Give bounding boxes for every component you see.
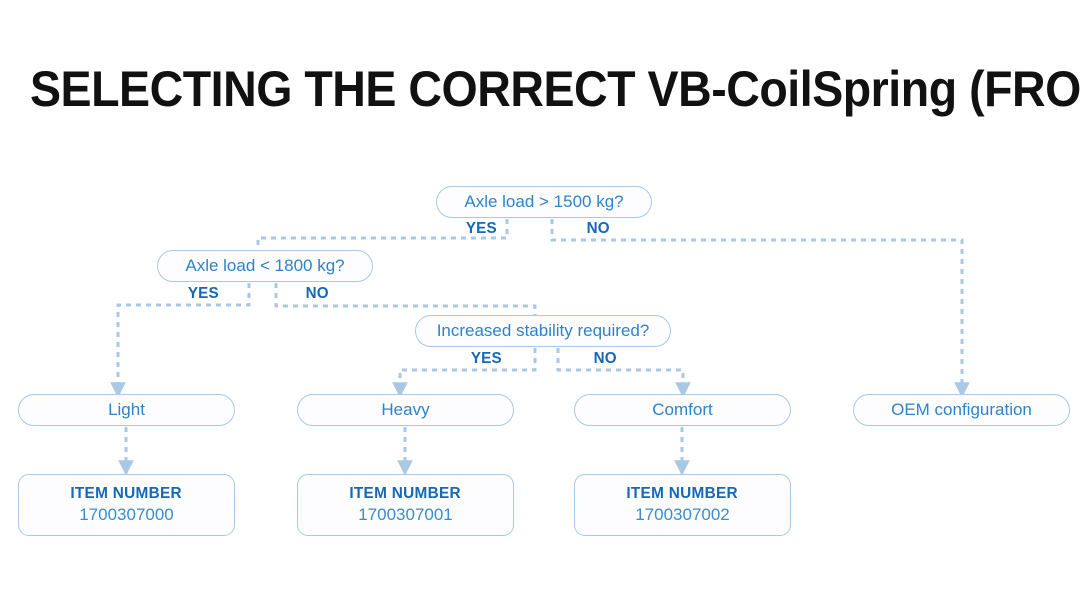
branch-label-d2-no: NO	[305, 285, 329, 302]
result-node-label: Comfort	[652, 400, 713, 419]
item-number-value: 1700307000	[79, 505, 174, 524]
result-node-label: Heavy	[381, 400, 430, 419]
decision-node-label: Increased stability required?	[436, 321, 650, 340]
decision-node-increased-stability[interactable]: Increased stability required?	[415, 315, 671, 347]
decision-node-label: Axle load < 1800 kg?	[185, 256, 345, 275]
item-number-box-comfort[interactable]: ITEM NUMBER 1700307002	[574, 474, 791, 536]
branch-label-d3-no: NO	[593, 350, 617, 367]
item-number-box-heavy[interactable]: ITEM NUMBER 1700307001	[297, 474, 514, 536]
branch-label-d2-yes: YES	[187, 285, 219, 302]
result-node-heavy[interactable]: Heavy	[297, 394, 514, 426]
decision-node-axle-load-1800[interactable]: Axle load < 1800 kg?	[157, 250, 373, 282]
connector-d3-no	[556, 348, 691, 398]
item-number-heading: ITEM NUMBER	[349, 485, 462, 502]
result-node-light[interactable]: Light	[18, 394, 235, 426]
branch-label-d3-yes: YES	[470, 350, 502, 367]
item-number-value: 1700307001	[358, 505, 453, 524]
branch-label-d1-no: NO	[586, 220, 610, 237]
page-title: SELECTING THE CORRECT VB-CoilSpring (FRO…	[30, 61, 1080, 117]
decision-node-axle-load-1500[interactable]: Axle load > 1500 kg?	[436, 186, 652, 218]
item-number-heading: ITEM NUMBER	[70, 485, 183, 502]
decision-node-label: Axle load > 1500 kg?	[464, 192, 624, 211]
item-number-heading: ITEM NUMBER	[626, 485, 739, 502]
item-number-box-light[interactable]: ITEM NUMBER 1700307000	[18, 474, 235, 536]
item-number-value: 1700307002	[635, 505, 730, 524]
result-node-oem-configuration[interactable]: OEM configuration	[853, 394, 1070, 426]
connector-d2-yes	[110, 283, 251, 398]
result-node-comfort[interactable]: Comfort	[574, 394, 791, 426]
branch-label-d1-yes: YES	[465, 220, 497, 237]
result-node-label: OEM configuration	[891, 400, 1032, 419]
result-node-label: Light	[108, 400, 145, 419]
connector-d3-yes	[392, 348, 537, 398]
